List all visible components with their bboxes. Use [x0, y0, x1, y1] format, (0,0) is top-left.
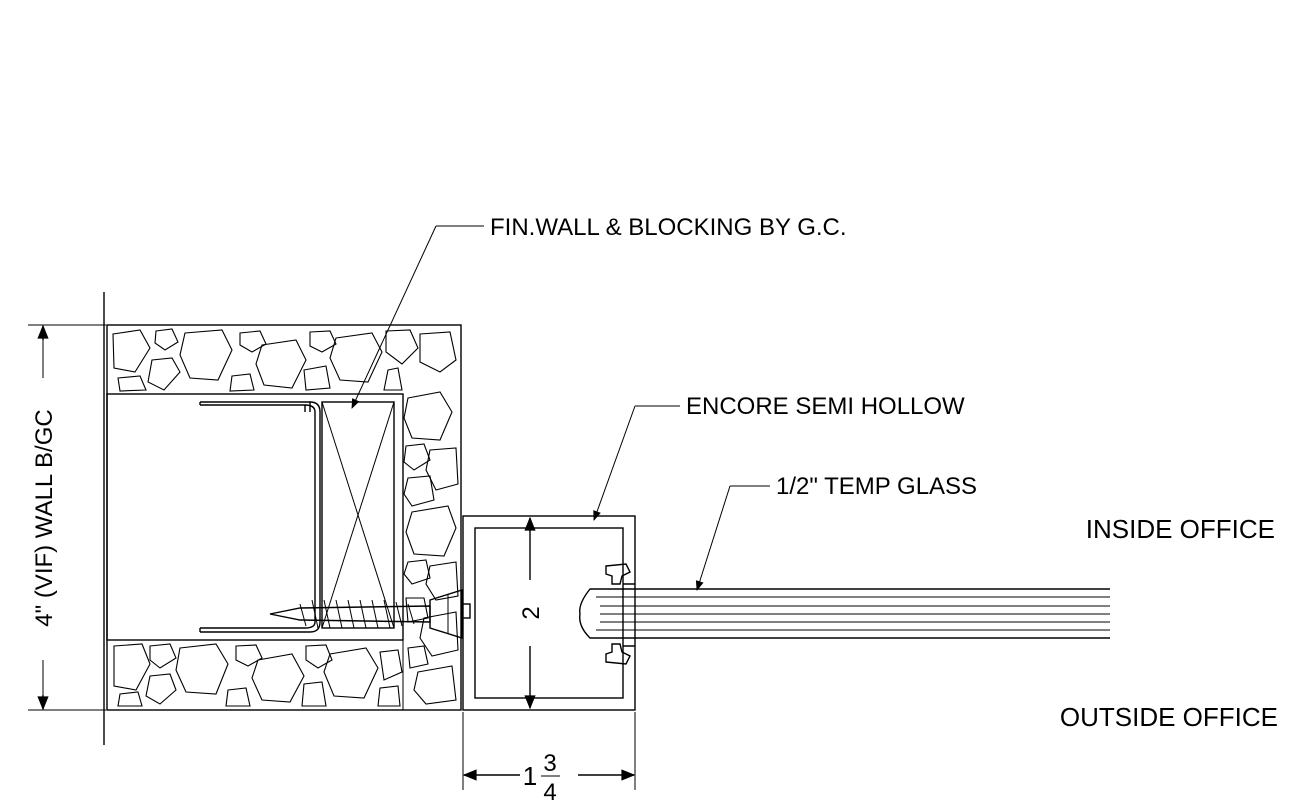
frame-height-dimension: 2 [518, 516, 545, 710]
fin-wall-callout: FIN.WALL & BLOCKING BY G.C. [351, 214, 847, 409]
wall-assembly [103, 292, 471, 745]
frame-width-numerator: 3 [543, 750, 556, 777]
glass-callout: 1/2" TEMP GLASS [695, 473, 977, 591]
frame-width-dimension: 1 3 4 [462, 712, 636, 806]
frame-inner [474, 527, 624, 699]
encore-frame [462, 515, 636, 711]
gypsum-board-hatch-right [403, 391, 459, 705]
screw [269, 589, 471, 639]
encore-label: ENCORE SEMI HOLLOW [686, 393, 965, 420]
wood-blocking [321, 401, 395, 629]
glazing-gasket-top [605, 563, 631, 585]
gypsum-board-hatch-bottom [113, 643, 403, 707]
glazing-gasket-bottom [605, 643, 631, 665]
fin-wall-label: FIN.WALL & BLOCKING BY G.C. [490, 214, 847, 241]
wall-thickness-dimension: 4" (VIF) WALL B/GC [28, 324, 106, 711]
encore-callout: ENCORE SEMI HOLLOW [593, 393, 965, 521]
wall-dimension-label: 4" (VIF) WALL B/GC [31, 409, 58, 626]
inside-office-label: INSIDE OFFICE [1086, 514, 1275, 544]
outside-office-label: OUTSIDE OFFICE [1060, 702, 1278, 732]
frame-outline [462, 515, 636, 711]
frame-width-whole: 1 [523, 761, 537, 791]
wall-cavity [106, 393, 404, 641]
frame-width-denominator: 4 [543, 779, 556, 804]
glass-label: 1/2" TEMP GLASS [776, 473, 977, 500]
tempered-glass [579, 588, 1110, 639]
steel-stud [199, 401, 321, 633]
gypsum-board-hatch-top [112, 328, 457, 392]
frame-height-label: 2 [518, 606, 545, 619]
